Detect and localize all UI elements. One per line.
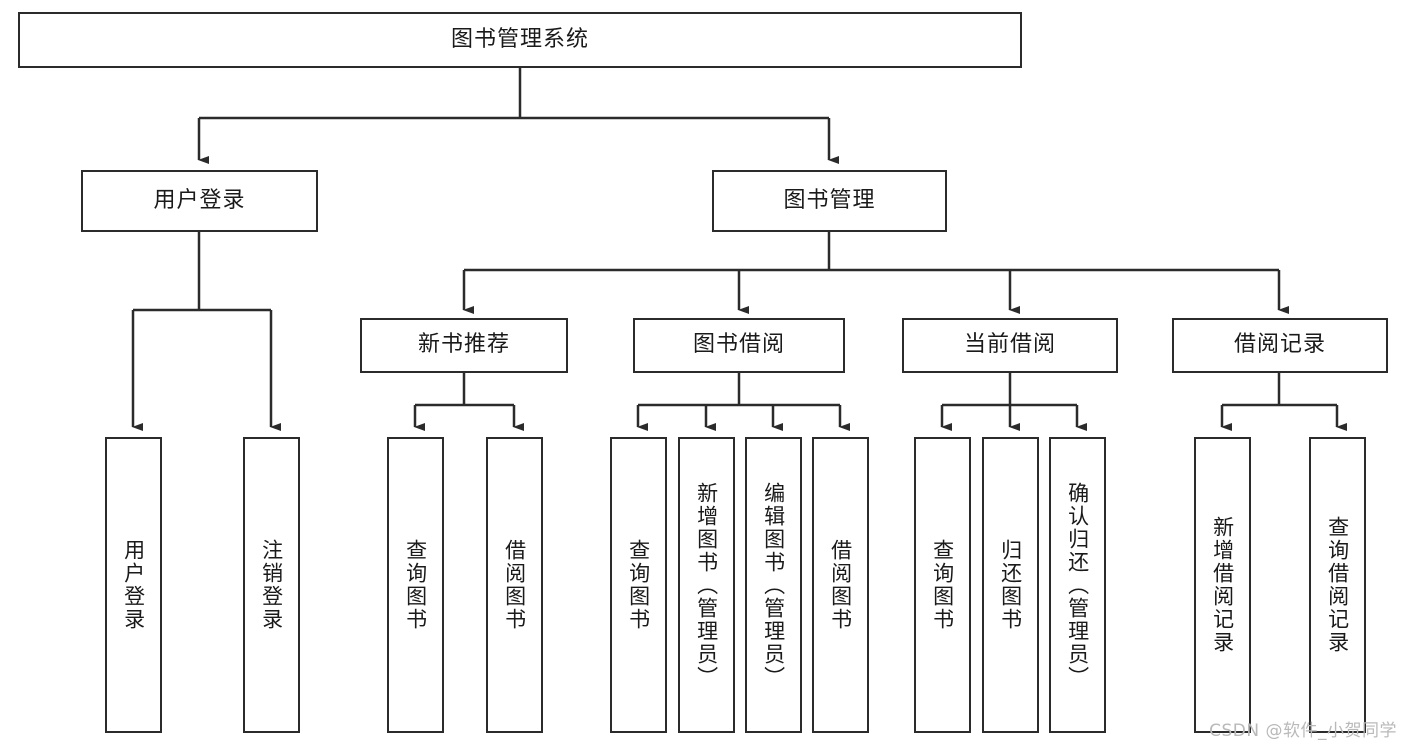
node-leaf-borrow-add-book[interactable]: 新增图书（管理员） (678, 437, 735, 733)
leaf-label: 查询图书 (930, 539, 955, 631)
node-root-system[interactable]: 图书管理系统 (18, 12, 1022, 68)
node-new-book-recommend[interactable]: 新书推荐 (360, 318, 568, 373)
node-current-borrow-label: 当前借阅 (963, 332, 1056, 358)
node-leaf-current-query-book[interactable]: 查询图书 (914, 437, 971, 733)
node-leaf-user-login-signin[interactable]: 用户登录 (105, 437, 162, 733)
node-root-label: 图书管理系统 (450, 26, 589, 52)
node-book-management-label: 图书管理 (783, 187, 876, 213)
node-leaf-record-query[interactable]: 查询借阅记录 (1309, 437, 1366, 733)
node-new-book-recommend-label: 新书推荐 (417, 332, 510, 358)
node-book-borrow[interactable]: 图书借阅 (633, 318, 845, 373)
node-leaf-borrow-edit-book[interactable]: 编辑图书（管理员） (745, 437, 802, 733)
node-user-login-label: 用户登录 (153, 187, 246, 213)
node-leaf-current-confirm-return[interactable]: 确认归还（管理员） (1049, 437, 1106, 733)
node-leaf-new-book-borrow[interactable]: 借阅图书 (486, 437, 543, 733)
node-current-borrow[interactable]: 当前借阅 (902, 318, 1118, 373)
leaf-label: 新增借阅记录 (1210, 516, 1235, 654)
leaf-label: 用户登录 (121, 539, 146, 631)
node-leaf-borrow-borrow-book[interactable]: 借阅图书 (812, 437, 869, 733)
node-borrow-record[interactable]: 借阅记录 (1172, 318, 1388, 373)
csdn-watermark: CSDN @软件_小贺同学 (1209, 721, 1397, 741)
node-leaf-new-book-query[interactable]: 查询图书 (387, 437, 444, 733)
leaf-label: 确认归还（管理员） (1065, 481, 1090, 689)
leaf-label: 归还图书 (998, 539, 1023, 631)
leaf-label: 编辑图书（管理员） (761, 481, 786, 689)
node-user-login[interactable]: 用户登录 (81, 170, 318, 232)
leaf-label: 查询图书 (626, 539, 651, 631)
node-leaf-borrow-query-book[interactable]: 查询图书 (610, 437, 667, 733)
node-leaf-current-return-book[interactable]: 归还图书 (982, 437, 1039, 733)
leaf-label: 借阅图书 (828, 539, 853, 631)
node-book-management[interactable]: 图书管理 (712, 170, 947, 232)
node-leaf-user-login-signout[interactable]: 注销登录 (243, 437, 300, 733)
node-book-borrow-label: 图书借阅 (692, 332, 785, 358)
node-leaf-record-add[interactable]: 新增借阅记录 (1194, 437, 1251, 733)
leaf-label: 新增图书（管理员） (694, 481, 719, 689)
leaf-label: 查询借阅记录 (1325, 516, 1350, 654)
node-borrow-record-label: 借阅记录 (1233, 332, 1326, 358)
leaf-label: 借阅图书 (502, 539, 527, 631)
leaf-label: 注销登录 (259, 539, 284, 631)
leaf-label: 查询图书 (403, 539, 428, 631)
